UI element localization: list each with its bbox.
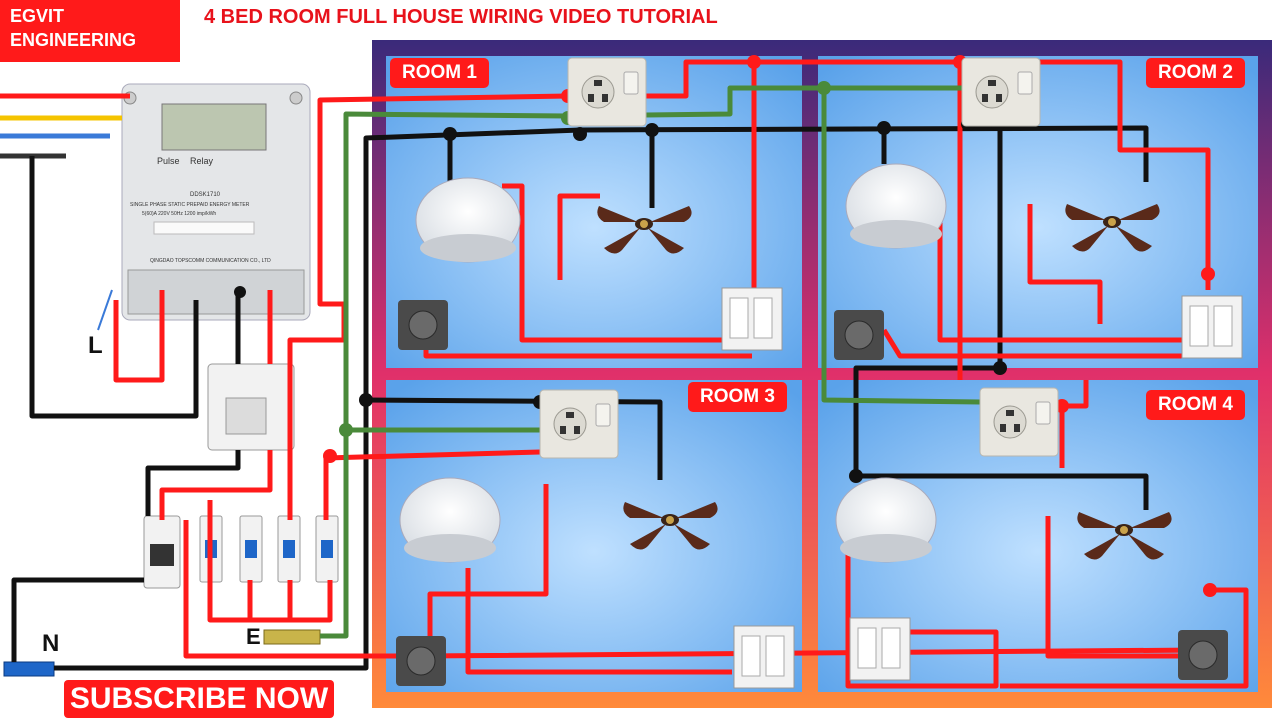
mcb-4 — [315, 515, 339, 583]
brand-label: EGVIT ENGINEERING — [0, 0, 180, 62]
earth-tag: E — [246, 624, 261, 649]
fan-regulator-room-1 — [397, 299, 449, 351]
neutral-wiring — [11, 118, 1149, 671]
meter-pulse-label: Pulse — [157, 156, 180, 166]
rccb — [207, 363, 295, 451]
meter-relay-label: Relay — [190, 156, 214, 166]
switch-board-room-3 — [733, 625, 795, 689]
brand-line-2: ENGINEERING — [10, 30, 137, 50]
fan-regulator-room-3 — [395, 635, 447, 687]
meter-rating: 5(60)A 220V 50Hz 1200 imp/kWh — [142, 211, 216, 217]
switch-board-room-1 — [721, 287, 783, 351]
meter-description: SINGLE PHASE STATIC PREPAID ENERGY METER — [130, 202, 250, 208]
brand-line-1: EGVIT — [10, 6, 65, 26]
socket-room-2 — [961, 57, 1041, 127]
subscribe-banner[interactable]: SUBSCRIBE NOW — [64, 680, 334, 718]
neutral-bar — [3, 661, 55, 677]
earth-bar — [263, 629, 321, 645]
mcb-2 — [239, 515, 263, 583]
mcb-3 — [277, 515, 301, 583]
neutral-tag: N — [42, 630, 60, 657]
room-2-label: ROOM 2 — [1146, 58, 1245, 88]
ceiling-light-room-4 — [835, 477, 937, 563]
socket-room-4 — [979, 387, 1059, 457]
room-1-label: ROOM 1 — [390, 58, 489, 88]
line-tag: L — [88, 332, 103, 359]
switch-board-room-4 — [849, 617, 911, 681]
fan-regulator-room-2 — [833, 309, 885, 361]
line-wiring — [113, 59, 1249, 689]
meter-maker: QINGDAO TOPSCOMM COMMUNICATION CO., LTD — [150, 258, 271, 264]
ceiling-light-room-1 — [415, 177, 521, 263]
energy-meter: Pulse Relay DDSK1710 SINGLE PHASE STATIC… — [121, 83, 311, 321]
fan-regulator-room-4 — [1177, 629, 1229, 681]
meter-model: DDSK1710 — [190, 192, 221, 198]
earth-wiring — [320, 85, 981, 639]
switch-board-room-2 — [1181, 295, 1243, 359]
room-3-label: ROOM 3 — [688, 382, 787, 412]
incoming-supply — [0, 93, 130, 159]
room-4-label: ROOM 4 — [1146, 390, 1245, 420]
socket-room-1 — [567, 57, 647, 127]
socket-room-3 — [539, 389, 619, 459]
main-switch — [143, 515, 181, 589]
page-title: 4 BED ROOM FULL HOUSE WIRING VIDEO TUTOR… — [204, 6, 718, 28]
ceiling-light-room-2 — [845, 163, 947, 249]
ceiling-light-room-3 — [399, 477, 501, 563]
line-indicator-arrow — [97, 289, 113, 331]
